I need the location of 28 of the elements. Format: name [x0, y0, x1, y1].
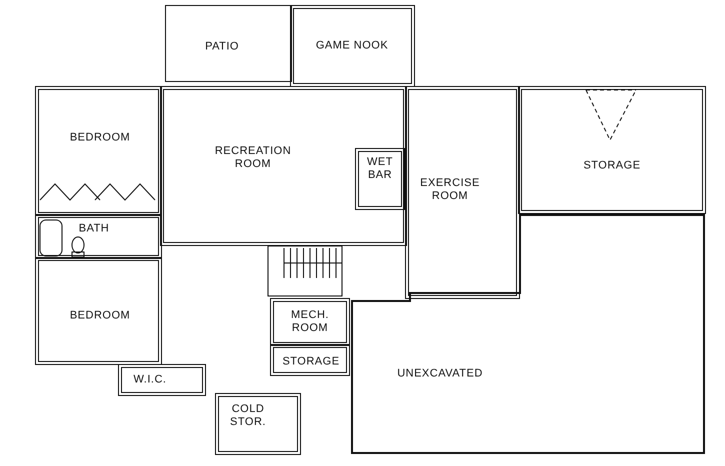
room-outline: [160, 86, 407, 246]
room-outline: [270, 298, 350, 346]
room-label: MECH. ROOM: [290, 309, 330, 335]
room-outline: [350, 213, 706, 455]
room-label: RECREATION ROOM: [214, 145, 292, 171]
room-label: WET BAR: [366, 156, 394, 182]
room-outline: [165, 5, 292, 82]
room-label: STORAGE: [281, 356, 341, 368]
room-label: BEDROOM: [68, 310, 132, 322]
room-label: PATIO: [204, 40, 240, 54]
room-label: BATH: [78, 222, 110, 236]
room-outline: [290, 5, 415, 87]
room-outline: [518, 86, 706, 214]
room-outline: [118, 364, 206, 396]
room-label: UNEXCAVATED: [396, 368, 484, 380]
room-outline: [35, 257, 162, 365]
room-label: COLD STOR.: [229, 403, 267, 429]
room-label: BEDROOM: [68, 132, 132, 144]
bar-counter: [355, 148, 405, 210]
room-label: GAME NOOK: [314, 40, 390, 52]
room-outline: [215, 393, 301, 455]
room-outline: [270, 344, 350, 376]
room-outline: [35, 214, 162, 259]
room-outline: [405, 86, 520, 299]
room-label: EXERCISE ROOM: [419, 177, 481, 203]
room-label: W.I.C.: [132, 374, 168, 386]
room-outline: [35, 86, 162, 216]
room-label: STORAGE: [582, 160, 642, 172]
